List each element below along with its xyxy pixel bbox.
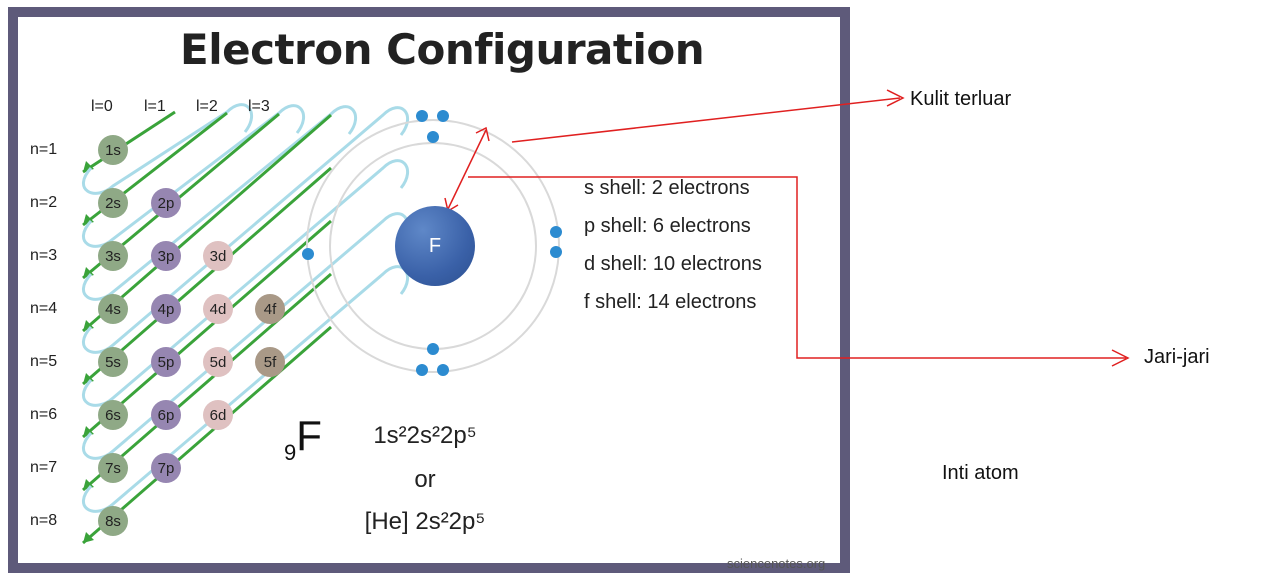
shell-capacity-s: s shell: 2 electrons: [584, 177, 750, 199]
radius-arrow: [447, 129, 487, 210]
electron: [427, 343, 439, 355]
configuration-noble: [He] 2s²2p⁵: [364, 508, 486, 535]
shell-capacity-p: p shell: 6 electrons: [584, 215, 751, 237]
filling-arrow: [82, 325, 332, 545]
radius-connector-head: [1111, 349, 1130, 367]
orbital-7s: 7s: [98, 453, 128, 483]
orbital-5s: 5s: [98, 347, 128, 377]
filling-loop: [82, 105, 357, 301]
n-label: n=8: [30, 512, 58, 529]
filling-arrow: [82, 113, 332, 333]
electron: [416, 110, 428, 122]
electron: [550, 226, 562, 238]
filling-loop: [82, 159, 409, 407]
annotation-outer-shell: Kulit terluar: [910, 88, 1012, 110]
outer-shell: [306, 119, 560, 373]
n-label: n=7: [30, 459, 58, 476]
nucleus-symbol: F: [428, 234, 442, 257]
orbital-3d: 3d: [203, 241, 233, 271]
orbital-2s: 2s: [98, 188, 128, 218]
orbital-1s: 1s: [98, 135, 128, 165]
filling-loop: [82, 265, 409, 513]
orbital-2p: 2p: [151, 188, 181, 218]
orbital-5f: 5f: [255, 347, 285, 377]
shell-capacity-d: d shell: 10 electrons: [584, 253, 762, 275]
element-symbol: 9F: [284, 412, 322, 465]
n-label: n=1: [30, 141, 58, 158]
filling-loop: [82, 106, 409, 354]
electron: [437, 110, 449, 122]
orbital-4f: 4f: [255, 294, 285, 324]
electron: [427, 131, 439, 143]
orbital-3s: 3s: [98, 241, 128, 271]
outer-shell-pointer: [511, 97, 901, 143]
filling-arrow: [82, 166, 332, 386]
orbital-4p: 4p: [151, 294, 181, 324]
orbital-4s: 4s: [98, 294, 128, 324]
filling-arrowhead: [83, 532, 94, 543]
filling-loop: [82, 104, 305, 248]
electron: [550, 246, 562, 258]
orbital-3p: 3p: [151, 241, 181, 271]
credit: sciencenotes.org: [727, 556, 826, 571]
annotation-radius: Jari-jari: [1144, 346, 1210, 368]
l-header: l=1: [144, 98, 166, 115]
radius-connector: [468, 176, 1126, 359]
annotation-nucleus: Inti atom: [942, 462, 1019, 484]
orbital-4d: 4d: [203, 294, 233, 324]
nucleus: F: [395, 206, 475, 286]
configuration-full: 1s²2s²2p⁵: [373, 422, 477, 449]
n-label: n=5: [30, 353, 58, 370]
radius-arrowhead-outer: [475, 126, 490, 142]
orbital-5d: 5d: [203, 347, 233, 377]
outer-shell-pointer-head: [886, 89, 905, 107]
orbital-7p: 7p: [151, 453, 181, 483]
diagram-title: Electron Configuration: [180, 25, 705, 74]
orbital-5p: 5p: [151, 347, 181, 377]
n-label: n=6: [30, 406, 58, 423]
orbital-8s: 8s: [98, 506, 128, 536]
orbital-6d: 6d: [203, 400, 233, 430]
n-label: n=3: [30, 247, 58, 264]
filling-arrow: [82, 272, 332, 492]
n-label: n=4: [30, 300, 58, 317]
filling-arrow: [82, 219, 332, 439]
l-header: l=2: [196, 98, 218, 115]
l-header: l=0: [91, 98, 113, 115]
electron: [302, 248, 314, 260]
configuration-or: or: [414, 466, 436, 493]
diagram-frame: [8, 7, 850, 573]
electron: [416, 364, 428, 376]
element-letter: F: [296, 412, 322, 459]
n-label: n=2: [30, 194, 58, 211]
electron: [437, 364, 449, 376]
filling-loop: [82, 103, 253, 195]
atomic-number: 9: [284, 440, 297, 465]
l-header: l=3: [248, 98, 270, 115]
orbital-6p: 6p: [151, 400, 181, 430]
orbital-6s: 6s: [98, 400, 128, 430]
filling-arrow: [82, 110, 176, 174]
shell-capacity-f: f shell: 14 electrons: [584, 291, 757, 313]
